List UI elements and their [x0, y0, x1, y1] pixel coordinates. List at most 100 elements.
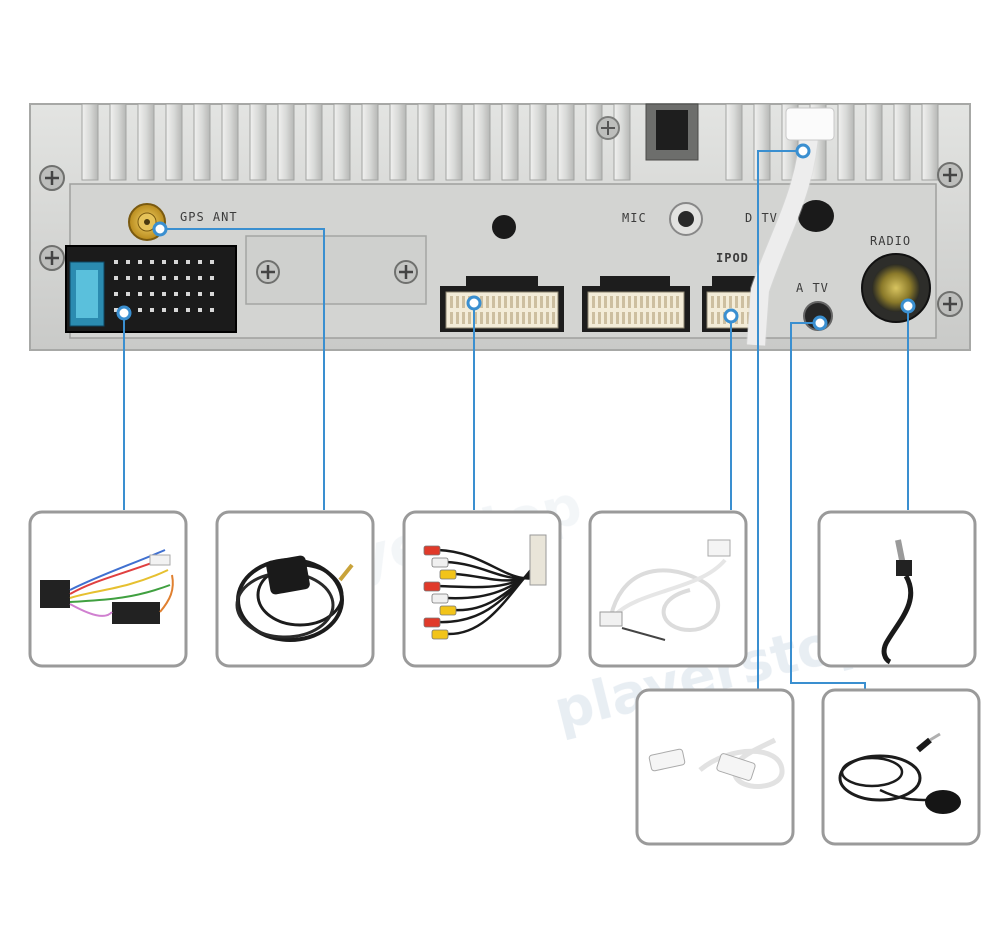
rca-plug [431, 629, 449, 640]
connector-rib [747, 296, 750, 308]
connector-rib [592, 312, 595, 324]
screw-icon [937, 291, 963, 317]
cooling-fin [445, 103, 463, 181]
accessory-box-rca-cables [402, 510, 562, 668]
radio-label: RADIO [870, 234, 911, 248]
socket-pin [138, 292, 142, 296]
connector-rib [670, 296, 673, 308]
cooling-fin [137, 103, 155, 181]
connector-rib [634, 296, 637, 308]
screw-icon [394, 260, 418, 284]
accessory-box-microphone [821, 688, 981, 846]
connector-rib [552, 312, 555, 324]
mic-jack [669, 202, 703, 236]
connector-rib [456, 312, 459, 324]
connector-rib [498, 312, 501, 324]
connector-rib [492, 296, 495, 308]
cooling-fin [389, 103, 407, 181]
cooling-fin [277, 103, 295, 181]
socket-pin [150, 276, 154, 280]
gps-puck [266, 555, 310, 595]
connector-rib [616, 296, 619, 308]
socket-pin [186, 260, 190, 264]
socket-pins [114, 260, 214, 312]
socket-pin [198, 260, 202, 264]
connector-rib [658, 312, 661, 324]
connector-rib [480, 312, 483, 324]
rca-plug [423, 581, 441, 592]
cooling-fin [109, 103, 127, 181]
av-connector-2 [582, 276, 690, 332]
cooling-fin [333, 103, 351, 181]
connector-rib [676, 312, 679, 324]
connector-rib [592, 296, 595, 308]
rca-plug [423, 545, 441, 556]
socket-pin [198, 276, 202, 280]
panel-hole [492, 215, 516, 239]
socket-pin [198, 292, 202, 296]
connector-rib [634, 312, 637, 324]
connector-rib [741, 312, 744, 324]
av-connector-1 [440, 276, 564, 332]
cooling-fin [753, 103, 771, 181]
connector-rib [450, 312, 453, 324]
connector-rib [640, 296, 643, 308]
connector-rib [717, 296, 720, 308]
connector-rib [711, 296, 714, 308]
connector-rib [528, 312, 531, 324]
rca-plug [431, 557, 449, 568]
connector-rib [534, 296, 537, 308]
socket-pin [126, 260, 130, 264]
cooling-fin [613, 103, 631, 181]
connector-rib [711, 312, 714, 324]
connector-rib [723, 296, 726, 308]
connector-rib [546, 312, 549, 324]
connector-rib [640, 312, 643, 324]
connector-rib [504, 296, 507, 308]
connector-rib [646, 296, 649, 308]
socket-pin [114, 308, 118, 312]
socket-pin [174, 308, 178, 312]
connector-rib [628, 312, 631, 324]
connector-rib [747, 312, 750, 324]
screw-icon [596, 116, 620, 140]
socket-pin [186, 276, 190, 280]
socket-pin [126, 276, 130, 280]
leader-lines [123, 150, 909, 690]
dtv-label: D TV [745, 211, 778, 225]
socket-pin [210, 260, 214, 264]
accessory-box-usb-cable [635, 688, 795, 846]
screw-icon [39, 245, 65, 271]
connector-rib [741, 296, 744, 308]
connector-rib [598, 312, 601, 324]
cooling-fin [81, 103, 99, 181]
cooling-fin [501, 103, 519, 181]
connector-rib [522, 296, 525, 308]
connector-rib [610, 312, 613, 324]
connector-rib [522, 312, 525, 324]
socket-pin [138, 308, 142, 312]
mic-capsule [925, 790, 961, 814]
socket-pin [174, 260, 178, 264]
connector-rib [498, 296, 501, 308]
atv-label: A TV [796, 281, 829, 295]
connector-rib [628, 296, 631, 308]
socket-pin [162, 308, 166, 312]
accessory-box-gps-antenna [215, 510, 375, 668]
radio-antenna-socket [861, 253, 931, 323]
connector-rib [735, 296, 738, 308]
leader-dots [116, 143, 916, 331]
socket-pin [186, 308, 190, 312]
socket-pin [162, 276, 166, 280]
connector-rib [462, 312, 465, 324]
socket-pin [150, 308, 154, 312]
rca-plug [431, 593, 449, 604]
connector-rib [622, 312, 625, 324]
socket-pin [114, 276, 118, 280]
connector-rib [504, 312, 507, 324]
socket-pin [114, 260, 118, 264]
connector-rib [528, 296, 531, 308]
connector-rib [670, 312, 673, 324]
screw-icon [937, 162, 963, 188]
